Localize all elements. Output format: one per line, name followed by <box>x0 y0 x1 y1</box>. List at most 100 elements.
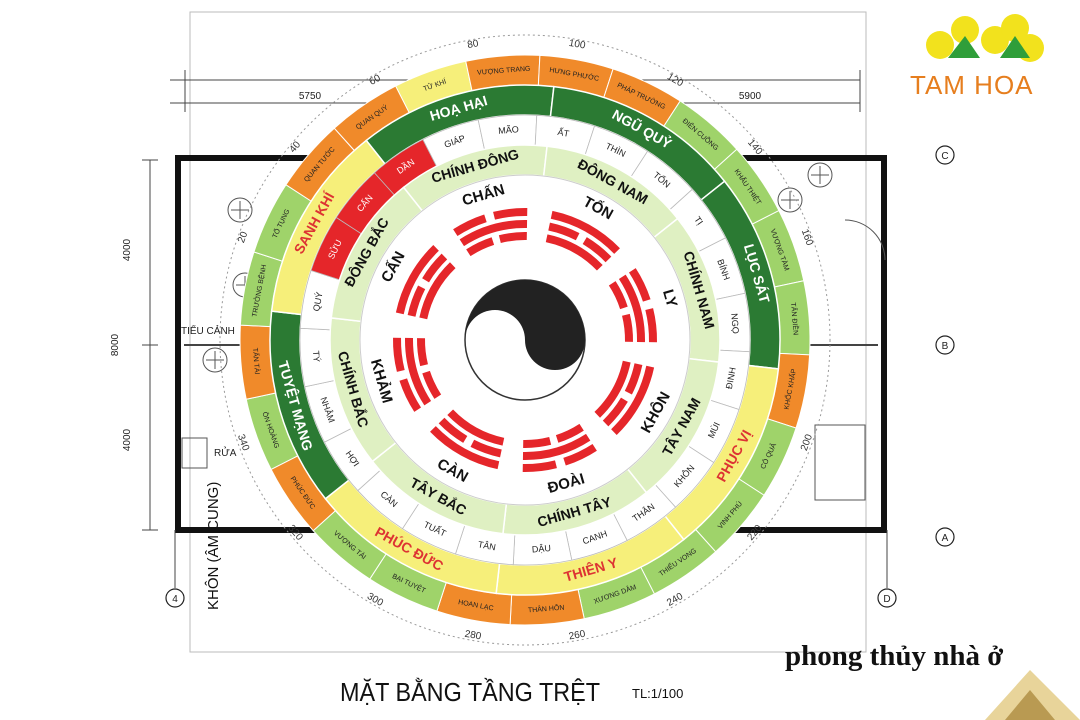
trigram-bar <box>405 337 432 406</box>
degree-label: 100 <box>568 38 587 52</box>
grid-marker <box>935 145 955 165</box>
dimension-top-left: 5750 <box>299 91 322 102</box>
degree-label: 320 <box>286 523 305 543</box>
degree-label: 340 <box>235 433 251 453</box>
trigram-bar <box>407 285 426 317</box>
mountain-inner-label: MÃO <box>498 124 519 136</box>
logo-circle <box>951 16 979 44</box>
trigram-bar <box>602 397 628 427</box>
trigram-bar <box>498 232 527 243</box>
trigram-bar <box>466 237 495 257</box>
grid-marker <box>935 527 955 547</box>
plant-symbol <box>807 162 833 188</box>
trigram-bar <box>624 363 643 395</box>
degree-label: 60 <box>368 73 384 88</box>
door-swing <box>844 219 886 261</box>
trigram-bar <box>628 268 651 302</box>
trigram-bar <box>459 220 528 247</box>
trigram-bar <box>522 460 557 472</box>
grid-marker-label: A <box>942 533 949 544</box>
trigram-bar <box>493 208 528 220</box>
trigram-bar <box>545 234 603 271</box>
mountain-inner-label: TÂN <box>477 539 497 552</box>
trigram-bar <box>548 222 580 241</box>
caption-text: phong thủy nhà ở <box>785 640 1004 672</box>
mountain-inner-label: QUÝ <box>311 291 324 312</box>
grid-marker <box>877 588 897 608</box>
yin-dot <box>486 331 504 349</box>
logo-leaf <box>948 36 980 58</box>
dimension-left: 4000 <box>122 428 133 451</box>
trigram-bar <box>393 337 405 372</box>
logo-leaf <box>1000 36 1030 58</box>
degree-ring <box>219 34 831 646</box>
trigram-bar <box>618 274 645 343</box>
trigram-bar <box>422 253 448 283</box>
room-label: RỬA <box>214 446 237 459</box>
room-label: TIỂU CẢNH <box>181 324 235 337</box>
dimension-top-right: 5900 <box>739 91 762 102</box>
plan-title: MẶT BẰNG TẦNG TRỆT <box>340 677 601 707</box>
trigram-bar <box>582 237 612 263</box>
sink-symbol <box>181 437 208 469</box>
logo-circle <box>1001 14 1029 42</box>
degree-label: 280 <box>464 629 483 643</box>
trigram-bar <box>645 308 658 343</box>
tam-hoa-logo <box>926 14 1044 62</box>
plan-scale: TL:1/100 <box>632 686 684 701</box>
trigram-bar <box>430 426 500 470</box>
degree-label: 220 <box>745 523 764 543</box>
trigram-bar <box>447 409 505 446</box>
plant-symbol-cross <box>811 166 829 184</box>
corner-triangle-inner <box>1005 690 1055 720</box>
mountain-inner-label: TÝ <box>311 350 322 362</box>
grid-marker-label: C <box>941 151 948 162</box>
trigram-bar <box>399 378 422 412</box>
trigram-bar <box>395 245 439 315</box>
logo-text: TAM HOA <box>910 70 1034 100</box>
degree-label: 300 <box>365 591 385 609</box>
degree-label: 80 <box>466 38 479 51</box>
grid-marker-label: 4 <box>172 594 178 605</box>
degree-label: 200 <box>799 433 815 453</box>
dimension-left: 8000 <box>110 333 121 356</box>
trigram-bar <box>438 417 468 443</box>
mountain-outer-label: VƯỢNG TRANG <box>477 66 531 77</box>
logo-circle <box>926 31 954 59</box>
trigram-bar <box>622 313 634 342</box>
degree-label: 140 <box>745 137 764 157</box>
trigram-bar <box>594 360 631 418</box>
trigram-bar <box>522 433 591 460</box>
mountain-inner-label: NGỌ <box>729 313 741 334</box>
grid-marker-label: D <box>883 594 890 605</box>
dimension-left: 4000 <box>122 238 133 261</box>
trigram-bar <box>453 214 487 237</box>
mountain-inner-label: ĐINH <box>724 366 738 389</box>
trigram-bar <box>470 439 502 458</box>
mountain-inner-label: DẬU <box>532 543 552 554</box>
mountain-outer-label: THÂN HÔN <box>528 603 565 615</box>
trigram-bar <box>550 210 620 254</box>
degree-label: 40 <box>288 139 304 155</box>
side-label: KHÔN (ÂM CUNG) <box>205 481 222 610</box>
corner-decoration <box>985 670 1080 720</box>
yang-dot <box>546 331 564 349</box>
grid-marker <box>935 335 955 355</box>
mountain-inner-label: ẤT <box>557 127 571 139</box>
plant-symbol <box>202 347 228 373</box>
grid-marker <box>165 588 185 608</box>
trigram-bar <box>523 437 552 448</box>
degree-label: 120 <box>665 71 685 89</box>
degree-label: 260 <box>568 629 587 643</box>
trigram-bar <box>417 338 428 367</box>
trigram-bar <box>422 370 442 399</box>
plant-symbol-cross <box>206 351 224 369</box>
trigram-bar <box>555 423 584 443</box>
grid-marker-label: B <box>942 341 949 352</box>
trigram-label: LY <box>659 288 680 310</box>
trigram-bar <box>608 281 628 310</box>
plant-symbol <box>227 197 253 223</box>
trigram-bar <box>563 443 597 466</box>
degree-label: 240 <box>665 591 685 609</box>
